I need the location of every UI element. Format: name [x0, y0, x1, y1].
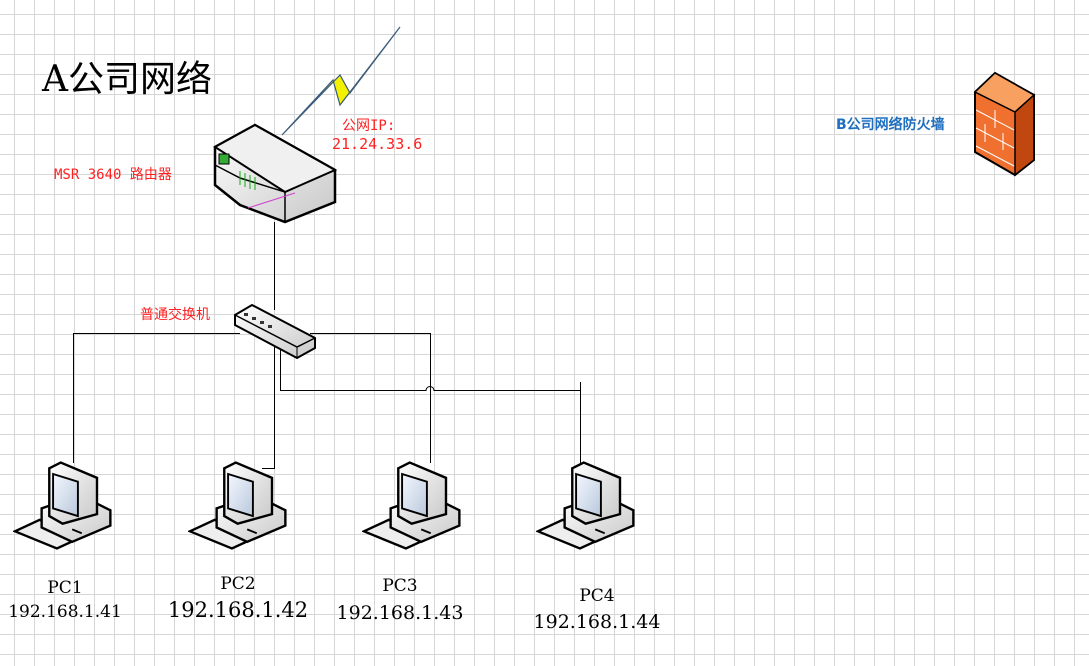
page-title: A公司网络 — [42, 59, 212, 100]
pc1-icon — [13, 461, 112, 550]
switch-icon — [234, 303, 316, 360]
pc2-ip: 192.168.1.42 — [167, 598, 309, 622]
firewall-icon — [973, 71, 1036, 177]
pc2-name: PC2 — [220, 574, 256, 594]
pc4-ip: 192.168.1.44 — [533, 611, 661, 633]
router-ip-label: 公网IP: — [342, 118, 396, 134]
router-icon — [213, 123, 338, 224]
lightning-bolt-icon — [281, 26, 401, 136]
pc3-icon — [362, 461, 461, 550]
connection-lines — [73, 222, 581, 469]
pc1-ip: 192.168.1.41 — [8, 602, 122, 622]
pc1-name: PC1 — [47, 578, 83, 598]
switch-label: 普通交换机 — [140, 307, 210, 323]
pc4-name: PC4 — [579, 586, 615, 606]
router-label: MSR 3640 路由器 — [54, 167, 172, 183]
router-ip: 21.24.33.6 — [332, 135, 423, 153]
pc2-icon — [188, 461, 287, 550]
pc4-icon — [536, 461, 635, 550]
pc3-ip: 192.168.1.43 — [336, 602, 464, 624]
pc3-name: PC3 — [382, 576, 418, 596]
firewall-label: B公司网络防火墙 — [836, 117, 945, 133]
